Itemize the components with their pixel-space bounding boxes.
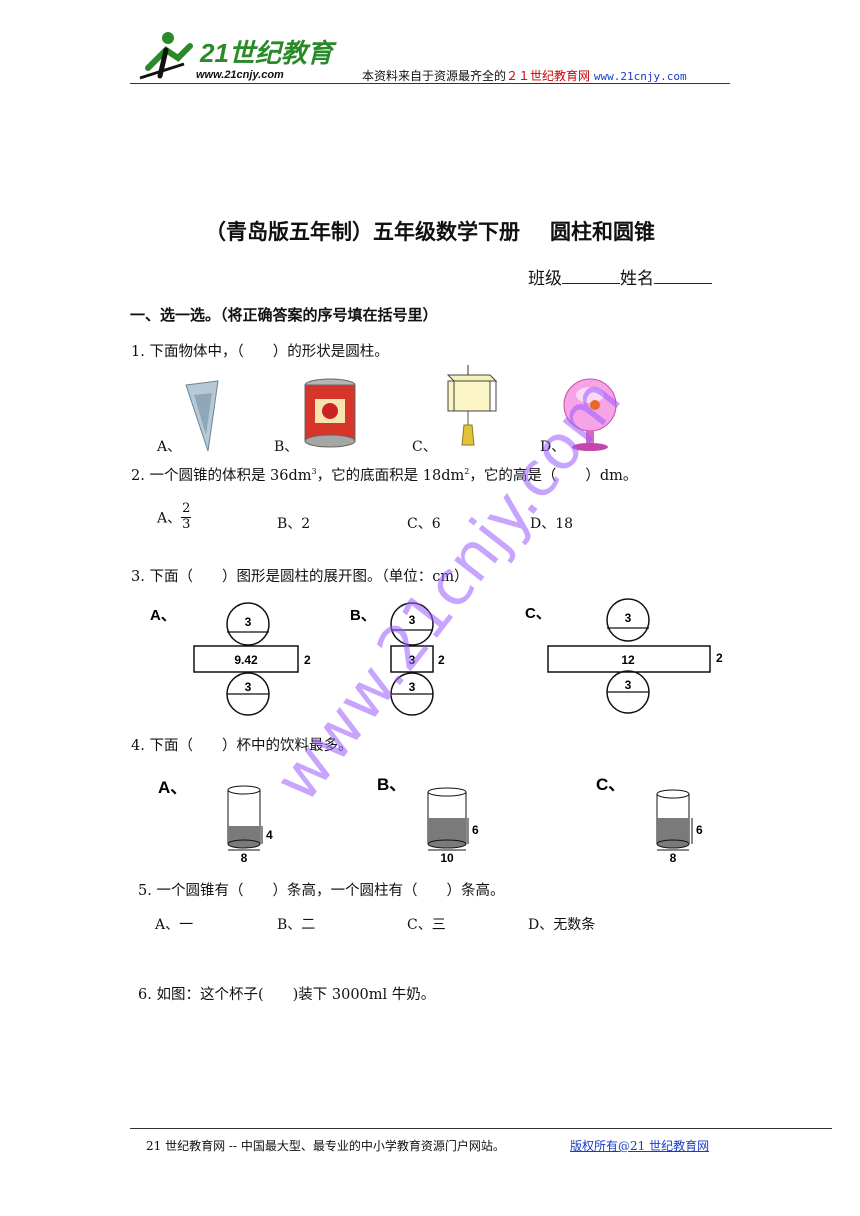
net-c-rect-label: 12 [621,653,635,667]
cup-a: A、 4 8 [158,778,273,865]
header-divider [130,83,730,84]
lantern-image [446,365,498,446]
section-heading: 一、选一选。（将正确答案的序号填在括号里） [130,306,438,324]
q2-option-d[interactable]: D、18 [530,516,574,532]
q5-option-a[interactable]: A、一 [155,917,194,933]
net-a-letter: A、 [150,607,176,624]
q1-option-a[interactable]: A、 [157,439,182,455]
q4-cups: A、 4 8 B、 6 10 C、 6 8 [158,775,703,865]
q1-option-c[interactable]: C、 [412,439,437,455]
can-image [304,378,356,448]
net-b-rect-label: 3 [409,653,416,667]
q2-sup-2: 2 [464,467,470,477]
cup-c-height-label: 6 [696,823,703,837]
question-2: 2. 一个圆锥的体积是 36dm3，它的底面积是 18dm2，它的高是（ ）dm… [131,464,637,485]
q2-option-c[interactable]: C、6 [407,516,441,532]
title-topic: 圆柱和圆锥 [550,220,655,244]
q2-sup-1: 3 [311,467,317,477]
question-3: 3. 下面（ ）图形是圆柱的展开图。（单位：cm） [131,569,469,585]
net-c-circle-top-label: 3 [625,611,632,625]
fraction-numerator: 2 [181,501,192,518]
question-5: 5. 一个圆锥有（ ）条高，一个圆柱有（ ）条高。 [138,883,505,899]
q2-option-a-label: A、 [157,510,182,527]
cup-c: C、 6 8 [596,775,703,865]
lamp-image [563,378,617,451]
net-c: C、 3 12 2 3 [525,598,723,714]
runner-icon [139,32,193,80]
cone-image [185,380,219,452]
fraction-denominator: 3 [182,516,191,532]
footer-copyright-link[interactable]: 版权所有@21 世纪教育网 [570,1139,710,1153]
net-c-circle-bottom-label: 3 [625,678,632,692]
source-url[interactable]: www.21cnjy.com [593,70,687,83]
q2-text-a: 2. 一个圆锥的体积是 36dm [131,468,312,484]
q5-option-c[interactable]: C、三 [407,917,446,933]
net-a-circle-top-label: 3 [245,615,252,629]
title-main: （青岛版五年制）五年级数学下册 [205,220,520,244]
cup-b: B、 6 10 [377,775,479,865]
net-b-height-label: 2 [438,653,445,667]
q2-text-c: ，它的高是（ ）dm。 [469,468,638,484]
page-title: （青岛版五年制）五年级数学下册 圆柱和圆锥 [0,216,860,246]
question-4: 4. 下面（ ）杯中的饮料最多。 [131,738,353,754]
cup-a-width-label: 8 [241,851,248,865]
net-a-rect-label: 9.42 [234,653,258,667]
footer-divider [130,1128,832,1129]
name-blank[interactable] [654,267,712,284]
net-b: B、 3 3 2 3 [350,602,445,716]
source-prefix: 本资料来自于资源最齐全的 [362,69,507,83]
cup-c-width-label: 8 [670,851,677,865]
class-name-line: 班级 姓名 [528,264,712,289]
cup-a-height-label: 4 [266,828,273,842]
q2-text-b: ，它的底面积是 18dm [316,468,465,484]
cup-a-letter: A、 [158,778,187,797]
header-source: 本资料来自于资源最齐全的２１世纪教育网 www.21cnjy.com [362,67,687,84]
logo-url: www.21cnjy.com [196,69,284,81]
net-b-circle-bottom-label: 3 [409,680,416,694]
cup-b-letter: B、 [377,775,406,794]
q5-option-d[interactable]: D、无数条 [528,917,596,933]
question-6: 6. 如图：这个杯子( )装下 3000ml 牛奶。 [138,987,436,1003]
question-1: 1. 下面物体中，（ ）的形状是圆柱。 [131,344,389,360]
net-b-letter: B、 [350,607,376,624]
cup-c-letter: C、 [596,775,625,794]
q1-option-b[interactable]: B、 [274,439,299,455]
net-a-circle-bottom-label: 3 [245,680,252,694]
net-c-height-label: 2 [716,651,723,665]
footer-text: 21 世纪教育网 -- 中国最大型、最专业的中小学教育资源门户网站。 [146,1139,505,1153]
site-logo: 21世纪教育 www.21cnjy.com [138,28,338,83]
logo-text: 21世纪教育 [199,38,337,68]
net-a-height-label: 2 [304,653,311,667]
q3-nets: A、 3 9.42 2 3 B、 3 3 2 3 C、 3 12 2 3 [150,598,723,716]
cup-b-height-label: 6 [472,823,479,837]
class-label: 班级 [528,269,562,289]
source-site: ２１世纪教育网 [506,69,591,83]
name-label: 姓名 [620,269,654,289]
net-b-circle-top-label: 3 [409,613,416,627]
q2-option-b[interactable]: B、2 [277,516,311,532]
net-c-letter: C、 [525,605,551,622]
cup-b-width-label: 10 [440,851,454,865]
class-blank[interactable] [562,267,620,284]
q5-option-b[interactable]: B、二 [277,917,316,933]
q1-option-d[interactable]: D、 [540,439,566,455]
q1-images [185,365,617,452]
net-a: A、 3 9.42 2 3 [150,602,311,716]
